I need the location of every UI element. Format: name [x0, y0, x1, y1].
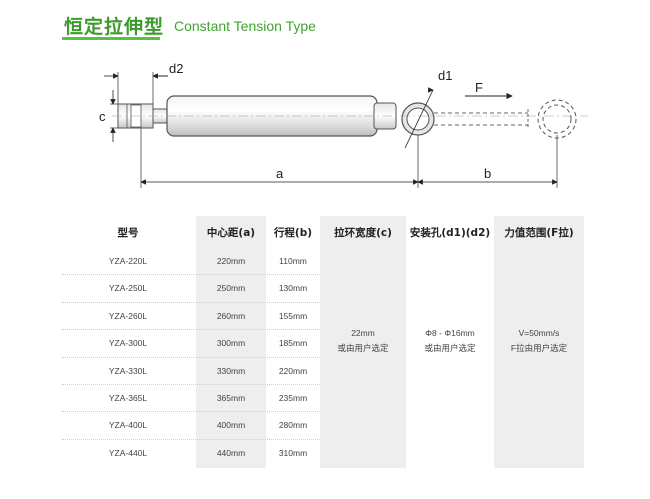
label-a: a	[276, 166, 284, 181]
gas-spring-drawing: d2 c d1 F a b	[99, 61, 588, 188]
dimension-d2: d2	[104, 61, 183, 104]
title-underline	[62, 37, 160, 40]
table-row: YZA-440L 440mm 310mm	[62, 440, 320, 466]
column-highlight-ring-width	[320, 216, 406, 468]
table-row: YZA-220L 220mm 110mm	[62, 248, 320, 276]
dimension-b: b	[417, 166, 558, 185]
cell-center-distance: 220mm	[216, 256, 246, 266]
merged-ring-width: 22mm 或由用户选定	[320, 326, 406, 356]
cell-stroke: 185mm	[278, 338, 308, 349]
cell-center-distance: 330mm	[216, 365, 246, 376]
header-stroke: 行程(b)	[273, 227, 313, 239]
ring-width-value: 22mm	[351, 328, 375, 338]
cell-stroke: 110mm	[279, 256, 307, 266]
cell-model: YZA-330L	[108, 365, 148, 376]
cell-model: YZA-400L	[108, 420, 148, 431]
force-range-note: F拉由用户选定	[510, 343, 568, 353]
mount-hole-note: 或由用户选定	[424, 343, 476, 353]
label-b: b	[484, 166, 491, 181]
cell-stroke: 280mm	[278, 420, 308, 431]
header-center-distance: 中心距(a)	[206, 227, 256, 239]
dimension-c: c	[99, 90, 118, 142]
cell-stroke: 130mm	[278, 283, 308, 294]
mount-hole-value: Φ8 - Φ16mm	[425, 328, 475, 338]
header-force-range: 力值范围(F拉)	[504, 227, 574, 239]
cell-stroke: 310mm	[278, 447, 308, 458]
table-row: YZA-330L 330mm 220mm	[62, 358, 320, 385]
page-subtitle: Constant Tension Type	[174, 18, 316, 34]
cell-model: YZA-220L	[108, 256, 148, 266]
page-title: 恒定拉伸型	[64, 16, 165, 38]
cell-center-distance: 260mm	[216, 310, 246, 321]
dimension-a: a	[140, 166, 419, 185]
column-highlight-force-range	[494, 216, 584, 468]
cell-center-distance: 300mm	[216, 338, 246, 349]
ring-width-note: 或由用户选定	[337, 343, 389, 353]
table-row: YZA-250L 250mm 130mm	[62, 275, 320, 303]
force-arrow: F	[465, 80, 513, 100]
dimension-d1: d1	[404, 68, 452, 149]
cell-center-distance: 250mm	[216, 283, 246, 294]
cell-stroke: 155mm	[278, 310, 308, 321]
cell-stroke: 220mm	[278, 365, 308, 376]
cell-model: YZA-250L	[108, 283, 148, 294]
label-d1: d1	[438, 68, 452, 83]
header-model: 型号	[117, 227, 139, 239]
cell-center-distance: 400mm	[216, 420, 246, 431]
table-row: YZA-260L 260mm 155mm	[62, 303, 320, 331]
table-row: YZA-300L 300mm 185mm	[62, 330, 320, 358]
cell-stroke: 235mm	[278, 392, 308, 403]
cell-model: YZA-440L	[108, 447, 148, 458]
cell-model: YZA-365L	[108, 392, 148, 403]
table-row: YZA-400L 400mm 280mm	[62, 412, 320, 440]
label-d2: d2	[169, 61, 183, 76]
piston-rod-extended	[434, 99, 577, 139]
ring-d1-inner	[406, 107, 430, 131]
merged-force-range: V=50mm/s F拉由用户选定	[494, 326, 584, 356]
cell-center-distance: 440mm	[216, 447, 246, 458]
table-rows: YZA-220L 220mm 110mm YZA-250L 250mm 130m…	[62, 248, 320, 466]
merged-mount-hole: Φ8 - Φ16mm 或由用户选定	[406, 326, 494, 356]
label-c: c	[99, 109, 106, 124]
cell-model: YZA-300L	[108, 338, 148, 349]
cell-model: YZA-260L	[108, 310, 148, 321]
cell-center-distance: 365mm	[216, 392, 246, 403]
label-F: F	[475, 80, 483, 95]
column-highlight-center-distance	[196, 216, 266, 468]
table-row: YZA-365L 365mm 235mm	[62, 385, 320, 413]
header-mount-hole: 安装孔(d1)(d2)	[409, 227, 491, 239]
header-ring-width: 拉环宽度(c)	[334, 227, 392, 239]
force-range-value: V=50mm/s	[518, 328, 560, 338]
